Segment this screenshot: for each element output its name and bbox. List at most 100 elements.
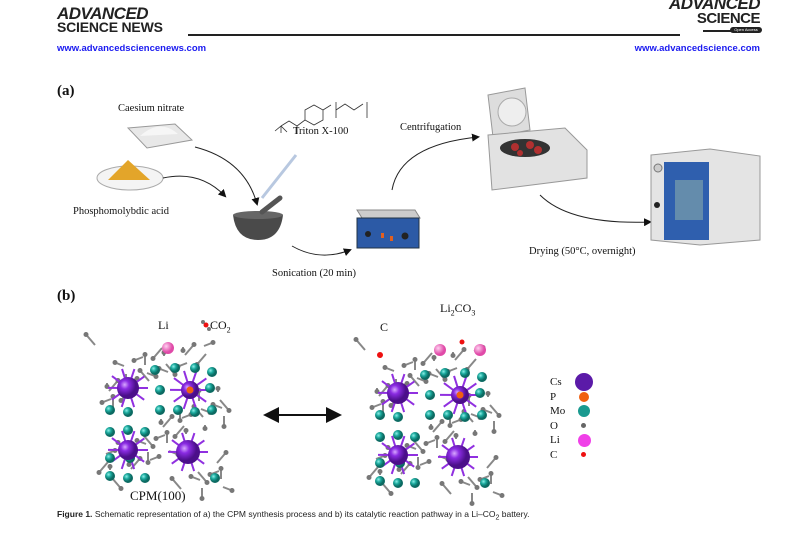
- co2-c-atom: [203, 322, 209, 328]
- sonicator-icon: [356, 209, 421, 249]
- cs-atom: [388, 445, 408, 465]
- oxygen-atom: [83, 332, 89, 337]
- oxygen-atom: [153, 374, 159, 379]
- co2-text: CO: [210, 318, 227, 332]
- mo-atom: [150, 365, 160, 375]
- li-label: Li: [158, 318, 169, 332]
- oxygen-atom: [169, 414, 175, 419]
- oxygen-atom: [447, 423, 453, 428]
- logo-advanced-right-text: ADVANCED: [668, 0, 761, 13]
- oxygen-atom: [150, 444, 156, 449]
- li2co3-sub1: 2: [450, 308, 455, 318]
- mortar-pestle-icon: [233, 195, 283, 240]
- mo-atom: [105, 405, 115, 415]
- element-legend: Cs P Mo O Li C: [550, 373, 593, 463]
- oxygen-atom: [472, 431, 478, 436]
- co2-subscript: 2: [226, 325, 231, 335]
- mo-atom: [460, 368, 470, 378]
- oxygen-atom: [426, 459, 432, 464]
- mo-atom: [375, 458, 385, 468]
- mo-atom: [393, 430, 403, 440]
- oxygen-atom: [442, 439, 448, 444]
- mo-atom: [123, 425, 133, 435]
- mo-atom: [207, 405, 217, 415]
- cs-dot-icon: [575, 373, 593, 392]
- oxygen-atom: [150, 356, 156, 361]
- cs-atom: [118, 440, 138, 460]
- right-url-link[interactable]: www.advancedscience.com: [634, 43, 760, 54]
- oxygen-atom: [453, 433, 459, 438]
- oxygen-atom: [423, 441, 429, 446]
- p-atom: [456, 391, 464, 399]
- mo-atom: [190, 363, 200, 373]
- oxygen-atom: [191, 342, 197, 347]
- co2-o-atom: [207, 327, 211, 331]
- open-access-badge: Open Access: [730, 27, 762, 33]
- co2-label: CO2: [210, 318, 231, 334]
- arrow-sonicator-to-centrifuge: [391, 133, 480, 191]
- mo-atom: [375, 476, 385, 486]
- mo-atom: [105, 471, 115, 481]
- arrow-mortar-to-sonicator: [291, 245, 352, 256]
- oxygen-atom: [369, 405, 375, 410]
- p-atom: [186, 386, 194, 394]
- oxygen-atom: [450, 353, 456, 358]
- cs-atom: [387, 382, 409, 404]
- mo-atom: [460, 412, 470, 422]
- mo-atom: [123, 407, 133, 417]
- oxygen-atom: [412, 357, 418, 362]
- oxygen-atom: [210, 340, 216, 345]
- legend-item: O: [550, 419, 593, 434]
- oxygen-atom: [366, 475, 372, 480]
- mo-atom: [207, 367, 217, 377]
- oxygen-atom: [415, 465, 421, 470]
- oxygen-atom: [469, 501, 475, 506]
- mo-atom: [393, 412, 403, 422]
- oxygen-atom: [474, 485, 480, 490]
- oxygen-atom: [183, 428, 189, 433]
- mo-atom: [205, 383, 215, 393]
- mo-atom: [173, 405, 183, 415]
- mo-atom: [140, 473, 150, 483]
- mo-atom: [425, 390, 435, 400]
- mo-atom: [190, 407, 200, 417]
- journal-logo-right: ADVANCED SCIENCE: [668, 0, 761, 26]
- oxygen-atom: [434, 435, 440, 440]
- p-dot-icon: [579, 391, 589, 402]
- legend-item: C: [550, 448, 593, 463]
- centrifuge-icon: [487, 87, 588, 191]
- cpm-100-structure: [83, 320, 235, 501]
- oxygen-atom: [164, 430, 170, 435]
- oxygen-atom: [118, 398, 124, 403]
- left-url-link[interactable]: www.advancedsciencenews.com: [57, 43, 207, 54]
- mo-atom: [425, 410, 435, 420]
- oxygen-atom: [428, 425, 434, 430]
- mo-atom: [475, 388, 485, 398]
- legend-label: P: [550, 390, 557, 403]
- li-atom: [162, 342, 174, 354]
- carbon-atom: [377, 352, 383, 358]
- oxygen-atom: [112, 360, 118, 365]
- logo-science-news-text: SCIENCE NEWS: [57, 19, 163, 35]
- panel-a-label: (a): [57, 83, 75, 99]
- triton-label: Triton X-100: [293, 126, 349, 137]
- oxygen-atom: [461, 347, 467, 352]
- oxygen-atom: [188, 474, 194, 479]
- oxygen-atom: [156, 454, 162, 459]
- oxygen-atom: [493, 455, 499, 460]
- triton-structure-icon: [274, 102, 368, 134]
- oxygen-atom: [388, 491, 394, 496]
- oxygen-atom: [180, 348, 186, 353]
- caption-text-end: battery.: [499, 509, 530, 519]
- oxygen-atom: [401, 363, 407, 368]
- caesium-nitrate-dish-icon: [126, 123, 194, 149]
- mo-atom: [105, 427, 115, 437]
- mo-dot-icon: [578, 405, 590, 418]
- oxygen-atom: [145, 460, 151, 465]
- header-rule: [188, 34, 680, 36]
- drying-oven-icon: [650, 148, 761, 246]
- mo-atom: [477, 410, 487, 420]
- oxygen-atom: [420, 449, 426, 454]
- caption-subscript: 2: [495, 513, 500, 522]
- centrifugation-label: Centrifugation: [400, 122, 462, 133]
